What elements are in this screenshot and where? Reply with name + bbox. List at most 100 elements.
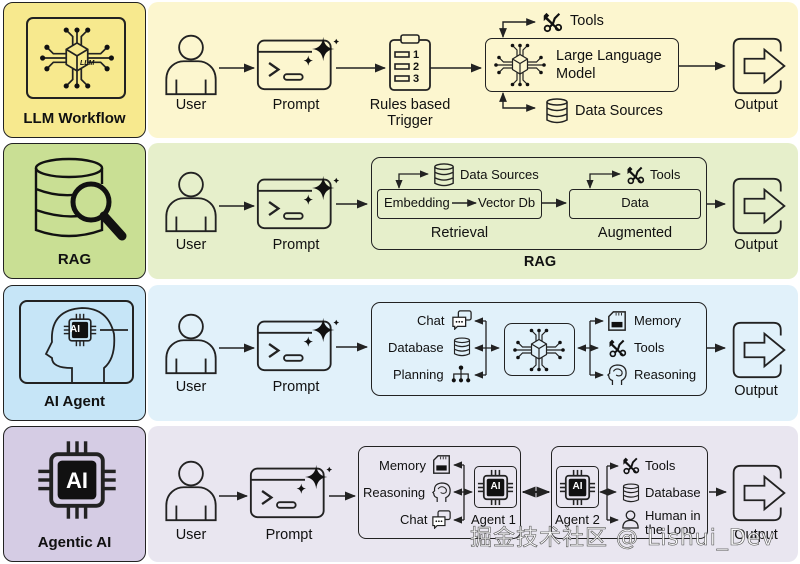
- output-icon: [732, 37, 786, 95]
- trigger-label-line2: Trigger: [387, 113, 433, 129]
- database-label: Database: [388, 340, 444, 355]
- agent2-label: Agent 2: [555, 512, 600, 527]
- rag-group-label: RAG: [523, 254, 557, 270]
- agent1-chip-box: [474, 466, 517, 508]
- output-icon: [732, 321, 786, 379]
- arrow: [219, 491, 249, 501]
- user-label: User: [175, 97, 207, 113]
- row-background: [148, 143, 798, 279]
- agent2-chip-box: [556, 466, 599, 508]
- augmented-label: Augmented: [597, 225, 673, 241]
- memory-label: Memory: [634, 313, 681, 328]
- planning-label: Planning: [393, 367, 444, 382]
- chat-label: Chat: [417, 313, 445, 328]
- row-background: [148, 285, 798, 421]
- agentic-ai-card: AI Agentic AI: [3, 426, 146, 562]
- llm-model-box: [485, 38, 679, 92]
- llm-model-label-line1: Large Language: [556, 48, 662, 64]
- agent1-group-box: [358, 446, 521, 539]
- arrow: [430, 63, 483, 73]
- rag-card: RAG: [3, 143, 146, 279]
- user-label: User: [175, 527, 207, 543]
- connectors: [474, 317, 604, 379]
- llm-icon-frame: [26, 17, 126, 99]
- output-label: Output: [734, 97, 778, 113]
- data-sources-label: Data Sources: [575, 103, 663, 119]
- agent-core-box: [504, 323, 575, 376]
- human-in-loop-line2: the Loop: [645, 522, 696, 537]
- connectors: [395, 170, 621, 189]
- trigger-number: 3: [413, 73, 420, 85]
- arrow: [219, 343, 256, 353]
- watermark-text: 掘金技术社区 @ Lishui_Dev: [470, 526, 776, 552]
- output-icon: [732, 177, 786, 235]
- arrow: [219, 201, 256, 211]
- tools-connector: [499, 18, 536, 112]
- llm-model-label-line2: Model: [556, 66, 596, 82]
- arrow: [336, 63, 387, 73]
- ai-badge: AI: [70, 324, 80, 335]
- head-chip-icon: [44, 307, 128, 384]
- rag-group-box: [371, 157, 707, 250]
- vector-db-label: Vector Db: [478, 195, 536, 210]
- user-label: User: [175, 379, 207, 395]
- agent-group-box: [371, 302, 707, 396]
- augmented-box: [569, 189, 701, 219]
- row-llm-workflow: LLM LLM Workflow User Prompt 1 2 3 Rules…: [0, 0, 800, 140]
- embedding-label: Embedding: [384, 195, 450, 210]
- llm-icon-badge: LLM: [80, 60, 95, 67]
- ai-agent-card: AI AI Agent: [3, 285, 146, 421]
- ai-badge: AI: [572, 481, 583, 492]
- retrieval-label: Retrieval: [430, 225, 489, 241]
- row-background: [148, 426, 798, 562]
- arrow: [542, 198, 568, 208]
- data-label: Data: [621, 195, 649, 210]
- ai-badge: AI: [66, 468, 88, 493]
- trigger-label-line1: Rules based: [369, 97, 451, 113]
- output-label: Output: [734, 527, 778, 543]
- output-label: Output: [734, 237, 778, 253]
- database-icon: [622, 483, 640, 503]
- row-rag: RAG User Prompt Embedding Vector Db Data…: [0, 141, 800, 281]
- prompt-label: Prompt: [272, 237, 320, 253]
- llm-workflow-card: LLM LLM Workflow: [3, 2, 146, 138]
- tools-label: Tools: [634, 340, 665, 355]
- memory-label: Memory: [379, 458, 426, 473]
- reasoning-label: Reasoning: [363, 485, 426, 500]
- connectors: [453, 461, 728, 524]
- chat-label: Chat: [400, 512, 428, 527]
- arrow: [329, 491, 357, 501]
- data-sources-label: Data Sources: [460, 167, 539, 182]
- ai-badge: AI: [490, 481, 501, 492]
- user-label: User: [175, 237, 207, 253]
- tools-label: Tools: [650, 167, 681, 182]
- card-title: AI Agent: [43, 393, 106, 410]
- prompt-label: Prompt: [272, 379, 320, 395]
- tools-icon: [622, 456, 640, 475]
- arrow: [336, 342, 369, 352]
- output-icon: [732, 464, 786, 522]
- card-title: LLM Workflow: [23, 110, 126, 127]
- agent-icon-frame: [19, 300, 134, 384]
- card-title: RAG: [57, 251, 92, 268]
- tools-label: Tools: [570, 13, 604, 29]
- arrow: [452, 199, 477, 207]
- output-label: Output: [734, 383, 778, 399]
- human-in-loop-line1: Human in: [645, 508, 701, 523]
- arrow: [219, 63, 256, 73]
- database-label: Database: [645, 485, 701, 500]
- prompt-label: Prompt: [272, 97, 320, 113]
- card-title: Agentic AI: [37, 534, 112, 551]
- clipboard-list-icon: [389, 34, 431, 91]
- tools-label: Tools: [645, 458, 676, 473]
- reasoning-label: Reasoning: [634, 367, 697, 382]
- retrieval-box: [377, 189, 542, 219]
- arrow: [336, 199, 369, 209]
- agent2-group-box: [551, 446, 708, 539]
- arrow: [707, 199, 727, 209]
- trigger-number: 1: [413, 49, 420, 61]
- prompt-label: Prompt: [265, 527, 313, 543]
- row-agentic-ai: AI Agentic AI User Prompt Memory Reasoni…: [0, 424, 800, 564]
- arrow: [707, 343, 727, 353]
- trigger-number: 2: [413, 61, 420, 73]
